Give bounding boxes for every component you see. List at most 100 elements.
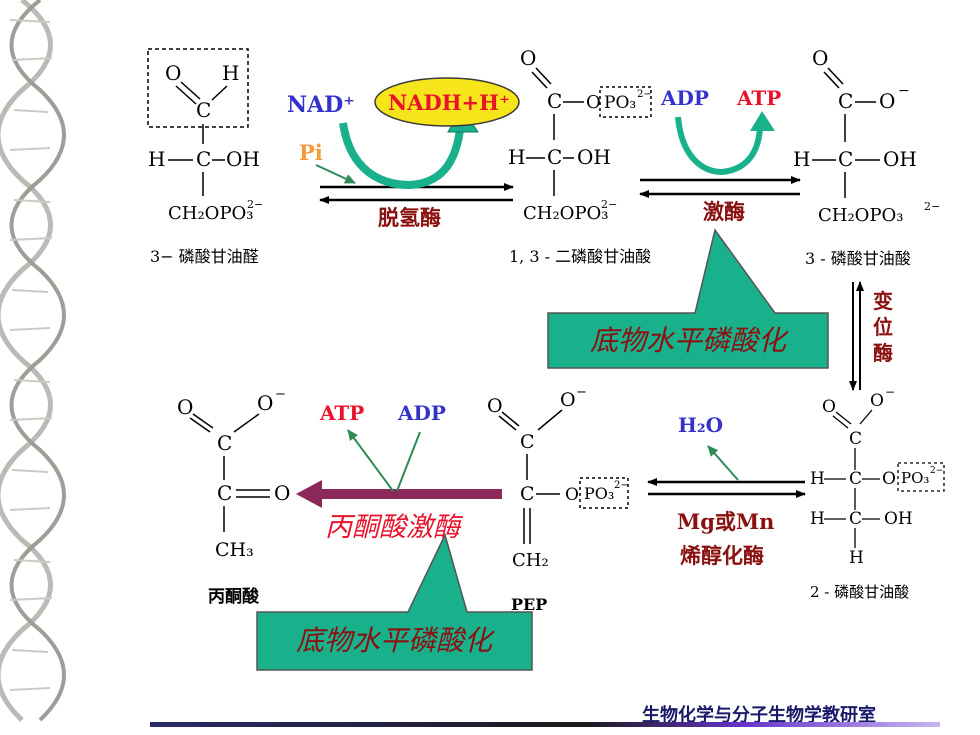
group-ch3: CH₃ <box>215 539 254 561</box>
atom-c-mid: C <box>547 145 562 169</box>
po3-charge: 2− <box>930 466 943 476</box>
atom-o: O <box>822 397 836 417</box>
atp-label: ATP <box>736 86 781 110</box>
nadh-label: NADH+H⁺ <box>388 90 510 115</box>
atom-h-mid: H <box>508 145 525 169</box>
enzyme-dehydrogenase: 脱氢酶 <box>378 206 441 230</box>
atom-c-mid: C <box>196 147 211 171</box>
adp-label: ADP <box>397 401 446 425</box>
group-po3: PO₃ <box>584 484 614 503</box>
atom-h-mid: H <box>810 469 825 489</box>
atom-h-mid: H <box>148 147 165 171</box>
nadh-highlight <box>374 77 520 127</box>
minus-charge: − <box>576 385 587 400</box>
atom-c-mid: C <box>838 147 853 171</box>
phosphate-box <box>897 462 945 492</box>
atom-c-mid: C <box>849 469 862 489</box>
callout-substrate-phosphorylation-1: 底物水平磷酸化 <box>547 228 829 369</box>
group-po3: PO₃ <box>604 93 636 113</box>
molecule-1-3-bisphosphoglycerate: O C O PO₃ 2− H C OH CH₂OPO₃ 2− 1, 3 - 二磷… <box>508 46 652 266</box>
atom-c-mid: C <box>217 481 232 505</box>
callout-text: 底物水平磷酸化 <box>296 624 495 657</box>
enzyme-mutase: 变 位 酶 <box>873 289 893 365</box>
atom-h-mid: H <box>793 147 810 171</box>
group-oh: OH <box>883 147 917 171</box>
atom-c-top: C <box>217 431 232 455</box>
charge: 2− <box>924 200 940 213</box>
atom-c-top: C <box>849 429 862 449</box>
atom-c-top: C <box>547 89 562 113</box>
molecule-pyruvate: O O − C C O CH₃ 丙酮酸 <box>177 387 290 607</box>
atom-h-top: H <box>222 61 239 85</box>
mg-mn-label: Mg或Mn <box>677 509 774 534</box>
atom-c-mid: C <box>520 483 535 505</box>
molecule-pep: O O − C C O PO₃ 2− CH₂ PEP <box>487 385 629 614</box>
footer-department: 生物化学与分子生物学教研室 <box>642 704 876 726</box>
enzyme-kinase: 激酶 <box>703 200 745 224</box>
callout-substrate-phosphorylation-2: 底物水平磷酸化 <box>256 532 533 671</box>
atom-o-minus: O <box>257 391 273 415</box>
minus-charge: − <box>898 83 910 99</box>
atom-o-link: O <box>565 485 579 505</box>
charge: 2− <box>601 198 617 211</box>
atom-o-minus: O <box>560 389 576 411</box>
molecule-3-phosphoglycerate: O C O − H C OH CH₂OPO₃ 2− 3 - 磷酸甘油酸 <box>793 46 940 268</box>
charge: 2− <box>247 198 263 211</box>
molecule-name: 3 - 磷酸甘油酸 <box>805 249 911 268</box>
molecule-name: 2 - 磷酸甘油酸 <box>810 583 909 601</box>
aldehyde-group-box <box>147 48 249 128</box>
phosphate-box <box>599 86 652 118</box>
atom-o: O <box>812 46 828 70</box>
group-ch2opo3: CH₂OPO₃ <box>523 203 609 224</box>
group-po3: PO₃ <box>901 469 929 487</box>
atp-label: ATP <box>319 401 364 425</box>
atom-o-minus: O <box>870 391 884 411</box>
dna-helix-decoration <box>0 0 66 722</box>
molecule-name: 1, 3 - 二磷酸甘油酸 <box>509 247 651 266</box>
reaction-arrows-step2 <box>639 176 801 198</box>
atom-o-link: O <box>882 469 896 489</box>
enzyme-pyruvate-kinase: 丙酮酸激酶 <box>325 512 464 543</box>
atom-o-minus: O <box>879 89 895 113</box>
group-ch2: CH₂ <box>512 550 549 571</box>
phosphate-box <box>579 477 629 509</box>
reaction-arrow-pyruvate-kinase <box>296 480 502 508</box>
atom-c-low: C <box>849 509 862 529</box>
group-ch2opo3: CH₂OPO₃ <box>818 205 904 226</box>
minus-charge: − <box>275 387 286 402</box>
adp-label: ADP <box>660 86 709 110</box>
mutase-char-2: 位 <box>873 315 893 339</box>
pi-label: Pi <box>299 140 323 165</box>
molecule-name: 丙酮酸 <box>208 586 260 607</box>
atom-h-bottom: H <box>849 548 864 568</box>
callout-text: 底物水平磷酸化 <box>590 324 789 357</box>
h2o-arrow <box>707 445 739 481</box>
group-ch2opo3: CH₂OPO₃ <box>168 203 254 224</box>
atom-o: O <box>520 46 536 70</box>
reaction-arrows-enolase <box>647 478 806 498</box>
atom-o: O <box>177 395 193 419</box>
atom-o-link: O <box>586 92 601 113</box>
cofactor-curve-arrow <box>339 122 464 190</box>
reaction-arrows-step1 <box>319 183 514 204</box>
atom-c-top: C <box>838 89 853 113</box>
atp-product-arrow <box>347 429 394 492</box>
atom-c-top: C <box>520 431 535 453</box>
po3-charge: 2− <box>614 480 629 491</box>
h2o-label: H₂O <box>678 413 723 437</box>
group-oh: OH <box>884 509 913 529</box>
group-oh: OH <box>577 145 611 169</box>
atom-c-top: C <box>196 98 211 122</box>
po3-charge: 2− <box>637 89 652 100</box>
nad-label: NAD⁺ <box>287 92 355 118</box>
footer-line <box>150 722 940 727</box>
atom-o-double: O <box>274 481 290 505</box>
enzyme-enolase: 烯醇化酶 <box>680 544 764 568</box>
mutase-char-1: 变 <box>873 289 893 313</box>
mutase-char-3: 酶 <box>873 341 893 365</box>
adp-substrate-arrow <box>396 431 421 492</box>
atom-o: O <box>165 61 181 85</box>
reaction-arrows-mutase <box>849 281 864 391</box>
molecule-name: PEP <box>511 595 547 614</box>
